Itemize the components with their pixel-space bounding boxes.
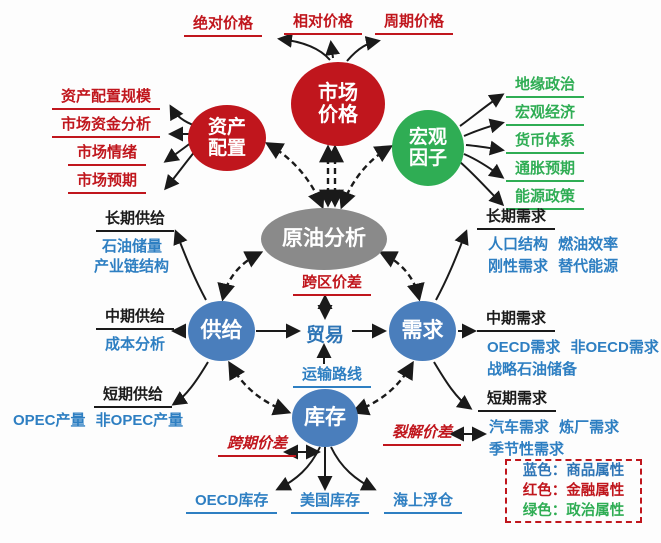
label-crack-spread: 裂解价差: [383, 424, 462, 446]
node-market-price: 市场 价格: [291, 62, 385, 146]
label-cycle-price: 周期价格: [375, 13, 454, 35]
label-longterm-demand: 长期需求: [477, 208, 556, 230]
legend-box: 蓝色：商品属性 红色：金融属性 绿色：政治属性: [505, 459, 642, 523]
node-demand: 需求: [389, 301, 456, 361]
label-us-inventory: 美国库存: [291, 492, 370, 514]
label-market-sentiment: 市场情绪: [68, 144, 147, 166]
node-trade: 贸易: [305, 325, 344, 346]
label-cost-analysis: 成本分析: [105, 336, 166, 353]
label-rigid-demand-alternative-energy: 刚性需求 替代能源: [488, 258, 619, 275]
label-oil-reserves: 石油储量: [102, 238, 163, 255]
label-geopolitics: 地缘政治: [506, 76, 585, 98]
label-calendar-spread: 跨期价差: [218, 435, 297, 457]
label-auto-refinery-demand: 汽车需求 炼厂需求: [489, 419, 620, 436]
label-market-funds-analysis: 市场资金分析: [52, 116, 161, 138]
label-seasonal-demand: 季节性需求: [489, 441, 565, 458]
label-longterm-supply: 长期供给: [96, 210, 175, 232]
label-shortterm-demand: 短期需求: [478, 390, 557, 412]
label-regional-spread: 跨区价差: [293, 274, 372, 296]
label-transport-route: 运输路线: [293, 366, 372, 388]
label-inflation-expectation: 通胀预期: [506, 160, 585, 182]
label-asset-allocation-scale: 资产配置规模: [52, 88, 161, 110]
label-population-fuel-efficiency: 人口结构 燃油效率: [488, 236, 619, 253]
node-inventory: 库存: [292, 389, 358, 447]
label-absolute-price: 绝对价格: [184, 15, 263, 37]
label-strategic-petroleum-reserve: 战略石油储备: [487, 361, 578, 378]
legend-green-political: 绿色：政治属性: [522, 503, 625, 519]
label-opec-output: OPEC产量 非OPEC产量: [13, 412, 184, 429]
label-midterm-demand: 中期需求: [477, 310, 556, 332]
label-relative-price: 相对价格: [284, 13, 363, 35]
legend-blue-commodity: 蓝色：商品属性: [522, 463, 625, 479]
label-floating-storage: 海上浮仓: [384, 492, 463, 514]
label-market-expectation: 市场预期: [68, 172, 147, 194]
node-asset-allocation: 资产 配置: [188, 105, 266, 171]
node-macro-factors: 宏观 因子: [392, 110, 464, 186]
label-monetary-system: 货币体系: [506, 132, 585, 154]
label-industry-chain-structure: 产业链结构: [94, 258, 170, 275]
legend-red-financial: 红色：金融属性: [522, 483, 625, 499]
node-crude-analysis: 原油分析: [261, 208, 387, 270]
label-energy-policy: 能源政策: [506, 188, 585, 210]
label-oecd-demand: OECD需求 非OECD需求: [487, 339, 659, 356]
label-macro-economy: 宏观经济: [506, 104, 585, 126]
label-oecd-inventory: OECD库存: [186, 492, 278, 514]
node-supply: 供给: [188, 301, 255, 361]
label-shortterm-supply: 短期供给: [94, 386, 173, 408]
label-midterm-supply: 中期供给: [96, 308, 175, 330]
